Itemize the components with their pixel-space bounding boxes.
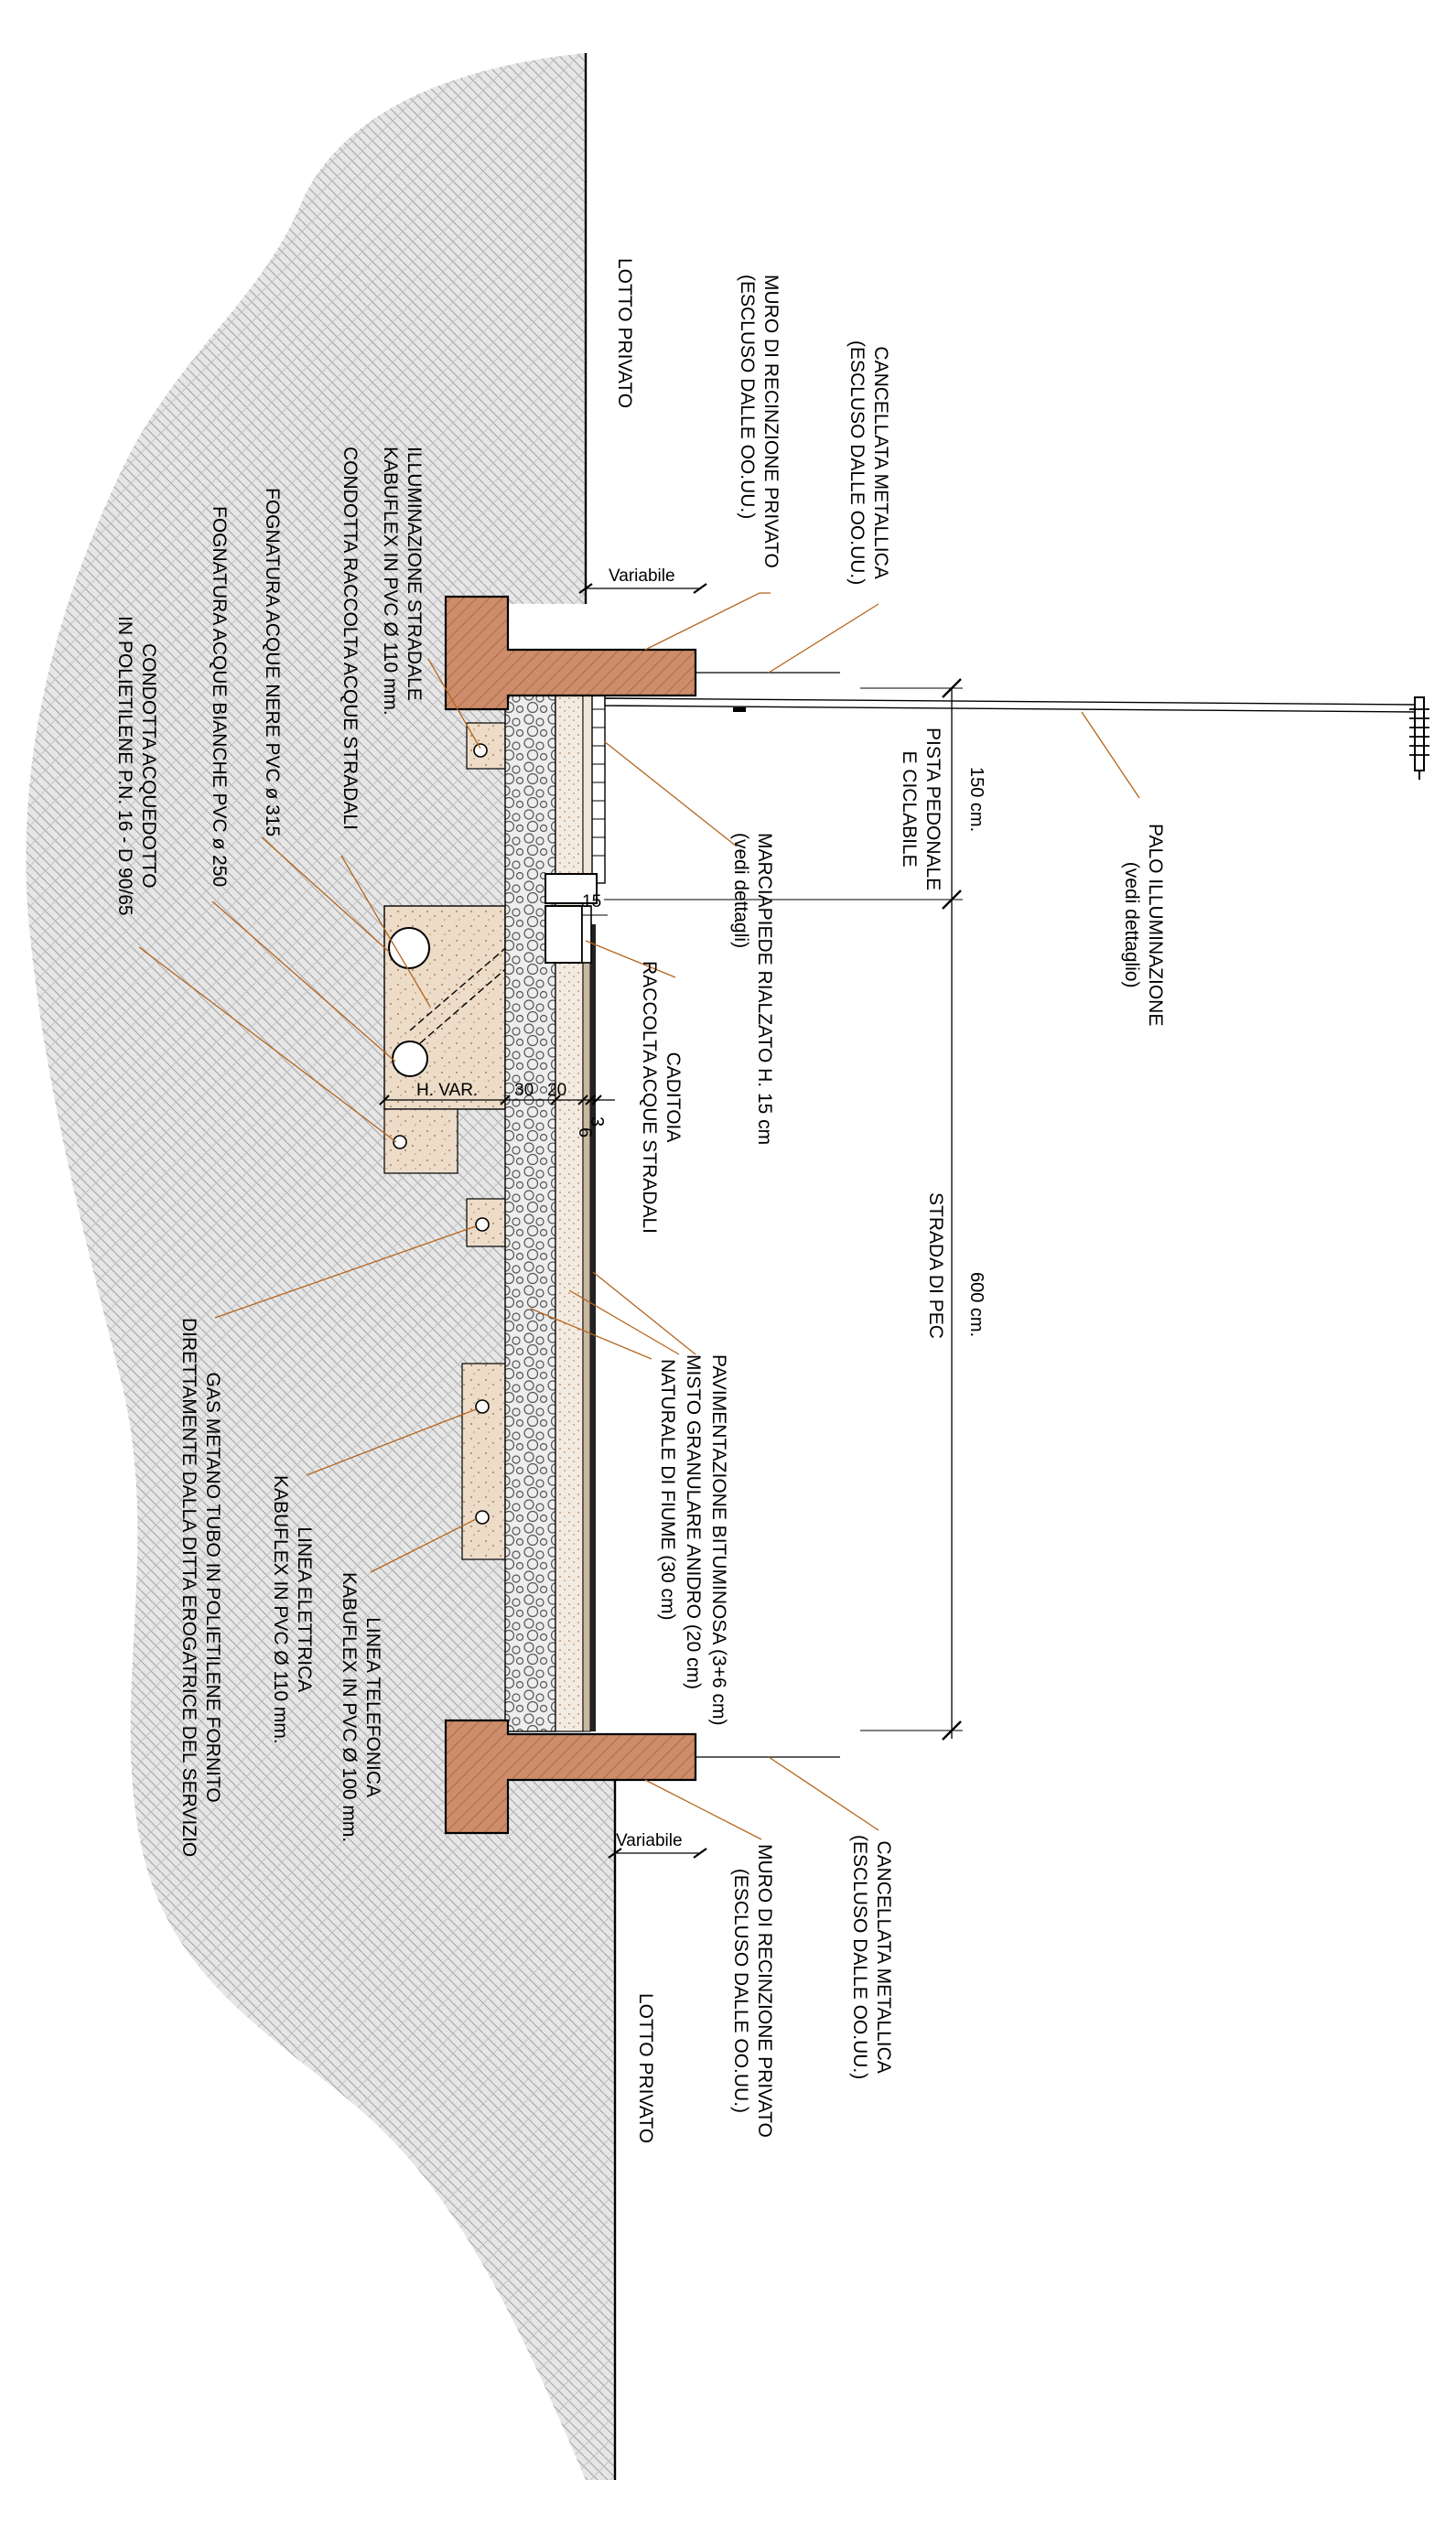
dim-text-variabile-bottom: Variabile bbox=[616, 1831, 683, 1850]
leader-pavimentazione bbox=[592, 1271, 696, 1355]
label-cancellata-top: CANCELLATA METALLICA(ESCLUSO DALLE OO.UU… bbox=[847, 340, 891, 586]
pipe-gas bbox=[475, 1217, 490, 1232]
dim-text-3: 3 bbox=[587, 1116, 607, 1127]
dim-text-20: 20 bbox=[547, 1081, 567, 1100]
leader-muro-top bbox=[644, 592, 771, 651]
pipe-acquedotto bbox=[393, 1135, 407, 1149]
leader-cancellata-top bbox=[768, 603, 879, 674]
leader-marciapiede bbox=[603, 740, 738, 847]
pipe-fognatura-nere bbox=[388, 927, 430, 969]
dim-variabile-top-tick1 bbox=[578, 583, 593, 594]
leader-elettrica bbox=[306, 1408, 477, 1476]
leader-caditoia bbox=[585, 940, 676, 978]
sidewalk-base bbox=[555, 690, 584, 884]
lamp-fins bbox=[1409, 708, 1429, 756]
leader-muro-bottom bbox=[644, 1779, 762, 1840]
caditoia-box bbox=[545, 905, 583, 964]
dim-text-30: 30 bbox=[514, 1081, 534, 1100]
dim-text-hvar: H. VAR. bbox=[416, 1081, 479, 1100]
leader-naturale bbox=[530, 1308, 653, 1360]
illuminazione-box bbox=[466, 722, 506, 770]
leader-cancellata-bottom bbox=[768, 1756, 879, 1831]
leader-bianche bbox=[211, 900, 396, 1062]
dim-variabile-bottom-tick2 bbox=[693, 1848, 707, 1859]
dim-variabile-top-tick2 bbox=[693, 583, 707, 594]
dim-text-15: 15 bbox=[582, 892, 602, 911]
pipe-elettrica bbox=[475, 1399, 490, 1414]
caditoia-grate bbox=[581, 905, 592, 964]
muro-recinzione-top bbox=[444, 595, 697, 711]
elettrica-telefonica-box bbox=[461, 1363, 506, 1560]
leader-misto bbox=[568, 1289, 680, 1355]
leader-telefonica bbox=[370, 1518, 477, 1573]
label-misto: MISTO GRANULARE ANIDRO (20 cm) bbox=[683, 1354, 704, 1690]
leader-condotta bbox=[340, 855, 431, 1008]
leader-acquedotto bbox=[138, 946, 397, 1143]
palo-base bbox=[733, 707, 746, 712]
label-palo-illuminazione: PALO ILLUMINAZIONE(vedi dettaglio) bbox=[1121, 824, 1166, 1027]
palo-illuminazione bbox=[604, 697, 1418, 713]
condotta-raccolta-line-1 bbox=[409, 910, 550, 1031]
layer-binder bbox=[582, 923, 591, 1732]
layer-asphalt bbox=[590, 924, 596, 1731]
pipe-fognatura-bianche bbox=[392, 1041, 428, 1077]
label-muro-bottom: MURO DI RECINZIONE PRIVATO(ESCLUSO DALLE… bbox=[730, 1844, 775, 2138]
leaders bbox=[138, 592, 1140, 1840]
label-fognatura-bianche: FOGNATURA ACQUE BIANCHE PVC ø 250 bbox=[209, 506, 230, 888]
label-muro-top: MURO DI RECINZIONE PRIVATO(ESCLUSO DALLE… bbox=[737, 275, 782, 568]
label-naturale: NATURALE DI FIUME (30 cm) bbox=[657, 1359, 678, 1621]
leader-nere bbox=[261, 836, 390, 953]
leader-illuminazione bbox=[427, 658, 481, 749]
leader-gas bbox=[214, 1225, 477, 1319]
dim-text-600: 600 cm. bbox=[966, 1272, 987, 1338]
dim-text-variabile-top: Variabile bbox=[609, 566, 675, 586]
sidewalk-paving bbox=[591, 690, 606, 884]
label-strada: STRADA DI PEC bbox=[925, 1192, 946, 1339]
label-cancellata-bottom: CANCELLATA METALLICA(ESCLUSO DALLE OO.UU… bbox=[849, 1835, 894, 2080]
label-condotta-raccolta: CONDOTTA RACCOLTA ACQUE STRADALI bbox=[340, 447, 361, 830]
dim-layers-ticks bbox=[379, 1094, 602, 1105]
dim-text-6: 6 bbox=[575, 1127, 595, 1138]
pipe-illuminazione bbox=[473, 743, 488, 758]
label-fognatura-nere: FOGNATURA ACQUE NERE PVC ø 315 bbox=[262, 488, 283, 837]
label-lotto-privato-bottom: LOTTO PRIVATO bbox=[635, 1993, 656, 2144]
dim-variabile-bottom-tick1 bbox=[608, 1848, 622, 1859]
dim-text-150: 150 cm. bbox=[966, 767, 987, 833]
label-marciapiede: MARCIAPIEDE RIALZATO H. 15 cm(vedi detta… bbox=[730, 833, 775, 1146]
pipe-telefonica bbox=[475, 1510, 490, 1525]
sidewalk-bed bbox=[582, 690, 593, 884]
curb-stone bbox=[545, 873, 598, 904]
muro-recinzione-bottom bbox=[444, 1719, 697, 1835]
leader-palo bbox=[1081, 711, 1140, 799]
label-lotto-privato-top: LOTTO PRIVATO bbox=[614, 258, 635, 409]
layer-naturale-di-fiume bbox=[504, 678, 556, 1732]
label-pavimentazione: PAVIMENTAZIONE BITUMINOSA (3+6 cm) bbox=[708, 1354, 729, 1726]
sidewalk-paving-joints bbox=[592, 708, 605, 857]
